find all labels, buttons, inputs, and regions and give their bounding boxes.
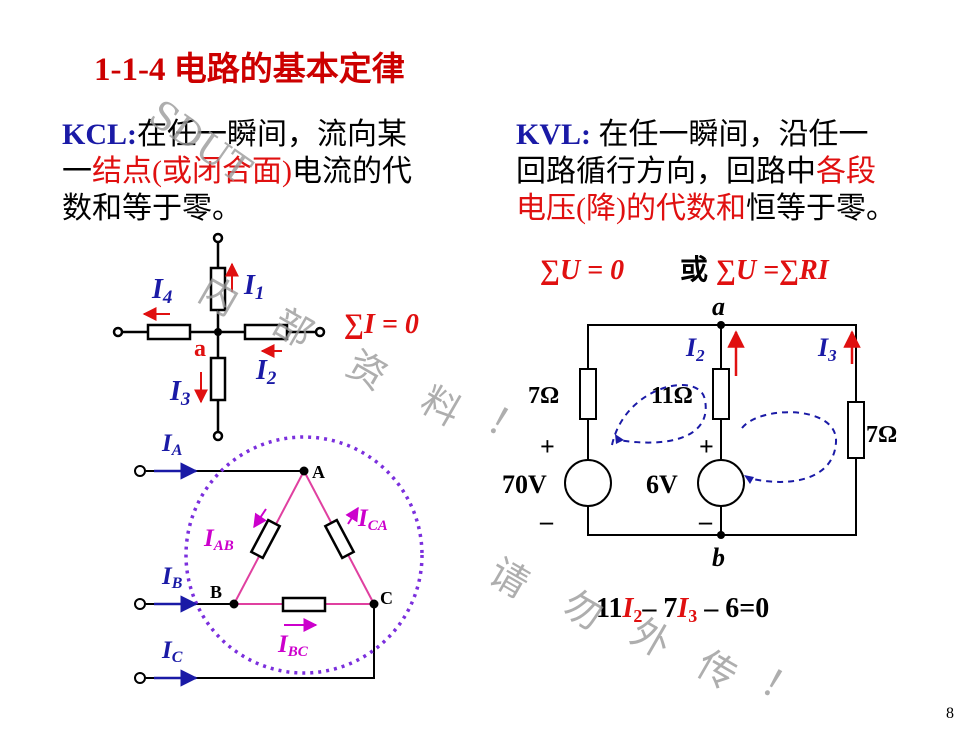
kcl-line2-red: 结点(或闭合面) xyxy=(92,155,292,188)
loop-arrowhead-left xyxy=(615,434,624,444)
slide-title: 1-1-4 电路的基本定律 xyxy=(94,52,405,88)
kvl-paragraph: KVL: 在任一瞬间，沿任一 回路循行方向，回路中各段 电压(降)的代数和恒等于… xyxy=(516,116,896,227)
label-i4: I4 xyxy=(151,274,172,308)
svg-text:！: ！ xyxy=(480,398,535,455)
kcl-node-diagram xyxy=(112,232,326,442)
node-b-dot-circuit xyxy=(717,531,725,539)
kcl-paragraph: KCL:在任一瞬间，流向某 一结点(或闭合面)电流的代 数和等于零。 xyxy=(62,116,412,227)
svg-text:请: 请 xyxy=(482,550,537,607)
arrow-ica xyxy=(345,506,359,525)
kvl-label: KVL: xyxy=(516,118,591,151)
label-i3-circuit: I3 xyxy=(817,333,837,365)
kcl-equation: ∑I = 0 xyxy=(344,309,419,340)
svg-text:料: 料 xyxy=(414,378,469,435)
node-label-C: C xyxy=(380,588,393,608)
minus-mid: – xyxy=(698,507,713,536)
loop-path-left xyxy=(611,384,707,446)
node-a-dot xyxy=(214,328,222,336)
kvl-equation-right: ∑U =∑RI xyxy=(716,255,830,286)
circuit-node-a: a xyxy=(712,292,725,321)
label-i3: I3 xyxy=(169,376,190,410)
loop-path-right xyxy=(741,411,838,483)
svg-text:勿: 勿 xyxy=(556,582,611,639)
node-a-label: a xyxy=(194,336,206,362)
kcl-label: KCL: xyxy=(62,118,137,151)
kvl-equation-left: ∑U = 0 xyxy=(540,255,624,286)
loop-equation: 11I2– 7I3 – 6=0 xyxy=(596,593,769,626)
node-label-A: A xyxy=(312,462,325,482)
kvl-line3-red: 电压(降)的代数和 xyxy=(516,192,746,225)
kvl-equation-or: 或 xyxy=(680,254,708,286)
label-v-left: 70V xyxy=(502,470,547,499)
node-a-dot-circuit xyxy=(717,321,725,329)
kcl-line2-pre: 一 xyxy=(62,155,92,188)
circuit-node-b: b xyxy=(712,543,725,572)
svg-text:内: 内 xyxy=(192,268,247,325)
kvl-line2-pre: 回路循行方向，回路中 xyxy=(516,155,816,188)
label-r-right: 7Ω xyxy=(866,422,897,448)
svg-text:资: 资 xyxy=(340,342,395,399)
node-label-B: B xyxy=(210,582,222,602)
loop-arrowhead-right xyxy=(744,475,754,484)
plus-mid: + xyxy=(699,432,714,461)
svg-text:！: ！ xyxy=(754,660,809,717)
label-iab: IAB xyxy=(203,525,234,554)
label-i1: I1 xyxy=(243,270,264,304)
label-i2-circuit: I2 xyxy=(685,333,705,365)
kvl-line2-red: 各段 xyxy=(816,155,876,188)
label-v-mid: 6V xyxy=(646,470,678,499)
svg-text:部: 部 xyxy=(266,300,321,357)
label-i2: I2 xyxy=(255,355,277,389)
svg-text:传: 传 xyxy=(690,642,745,699)
arrow-iab xyxy=(253,508,267,529)
minus-left: – xyxy=(539,507,554,536)
kvl-line1: 在任一瞬间，沿任一 xyxy=(591,118,869,151)
delta-diagram xyxy=(134,435,424,684)
label-r-mid: 11Ω xyxy=(651,383,693,409)
kcl-line3: 数和等于零。 xyxy=(62,192,242,225)
plus-left: + xyxy=(540,432,555,461)
label-ia: IA xyxy=(161,430,183,459)
label-r-left: 7Ω xyxy=(528,383,559,409)
kcl-line2-post: 电流的代 xyxy=(291,155,412,188)
svg-text:SDUT: SDUT xyxy=(141,91,260,192)
label-ica: ICA xyxy=(357,505,388,534)
kcl-line1: 在任一瞬间，流向某 xyxy=(137,118,407,151)
page-number: 8 xyxy=(946,705,954,722)
label-ib: IB xyxy=(161,563,183,592)
kvl-line3-post: 恒等于零。 xyxy=(745,192,896,225)
label-ic: IC xyxy=(161,637,183,666)
label-ibc: IBC xyxy=(277,631,309,660)
